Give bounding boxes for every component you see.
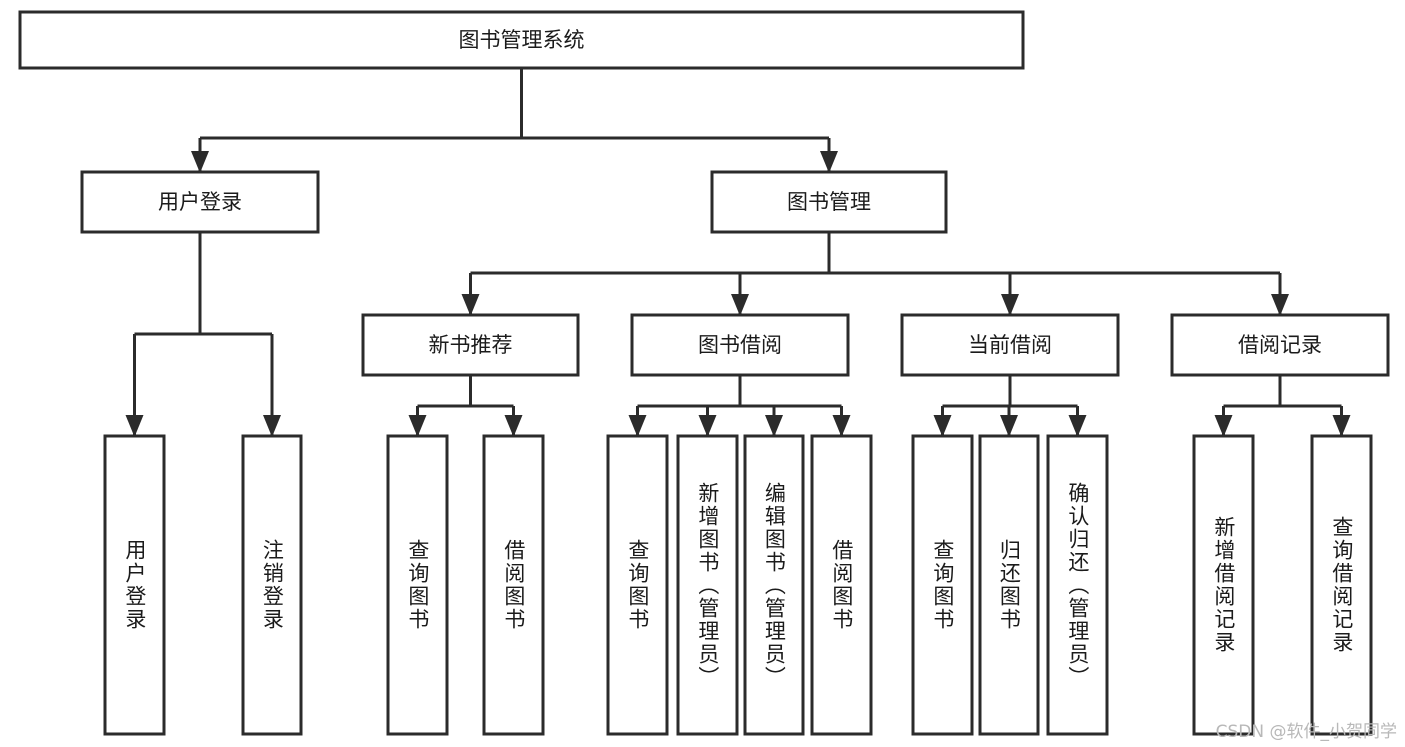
leaf-node-12-box[interactable]: [1310, 434, 1373, 736]
level1-node-1-box[interactable]: [710, 170, 948, 234]
level2-node-3-box[interactable]: [1170, 313, 1390, 377]
userlogin-to-leaves-arrow-0: [125, 415, 144, 437]
leaf-node-5-box[interactable]: [676, 434, 739, 736]
leaf-node-4-box[interactable]: [606, 434, 669, 736]
leaf-node-10-box[interactable]: [1046, 434, 1109, 736]
leaf-node-11-box[interactable]: [1192, 434, 1255, 736]
level2-node-0-box[interactable]: [361, 313, 580, 377]
l2-0-to-leaves-arrow-0: [408, 415, 427, 437]
root-to-level1-arrow-0: [191, 151, 209, 173]
leaf-node-9-box[interactable]: [978, 434, 1040, 736]
leaf-node-7-box[interactable]: [810, 434, 873, 736]
level1-node-0-label: 用户登录: [158, 190, 242, 214]
connector-layer: [125, 68, 1351, 437]
level2-node-1-box[interactable]: [630, 313, 850, 377]
l2-1-to-leaves-arrow-1: [698, 415, 717, 437]
l2-1-to-leaves-arrow-3: [832, 415, 851, 437]
root-node-box[interactable]: [18, 10, 1025, 70]
leaf-node-8-box[interactable]: [911, 434, 974, 736]
userlogin-to-leaves-arrow-1: [263, 415, 281, 437]
root-to-level1-arrow-1: [820, 151, 838, 173]
l2-2-to-leaves-arrow-2: [1068, 415, 1087, 437]
watermark-text: CSDN @软件_小贺同学: [1215, 722, 1397, 742]
l2-0-to-leaves-arrow-1: [504, 415, 523, 437]
leaf-node-3-box[interactable]: [482, 434, 545, 736]
level2-node-2-label: 当前借阅: [968, 333, 1052, 357]
l2-2-to-leaves-arrow-0: [933, 415, 952, 437]
level2-node-2-box[interactable]: [900, 313, 1120, 377]
leaf-node-0-box[interactable]: [103, 434, 166, 736]
l2-2-to-leaves-arrow-1: [1000, 415, 1018, 437]
root-node-label: 图书管理系统: [459, 28, 585, 52]
node-layer: [18, 10, 1390, 736]
level2-node-1-label: 图书借阅: [698, 333, 782, 357]
bookmgmt-to-level2-arrow-2: [1001, 294, 1019, 316]
bookmgmt-to-level2-arrow-0: [461, 294, 480, 316]
bookmgmt-to-level2-arrow-1: [731, 294, 749, 316]
l2-1-to-leaves-arrow-0: [628, 415, 647, 437]
leaf-node-2-box[interactable]: [386, 434, 449, 736]
level2-node-0-label: 新书推荐: [429, 333, 513, 357]
level1-node-1-label: 图书管理: [787, 190, 871, 214]
bookmgmt-to-level2-arrow-3: [1271, 294, 1289, 316]
leaf-node-1-box[interactable]: [241, 434, 303, 736]
level2-node-3-label: 借阅记录: [1238, 333, 1322, 357]
level1-node-0-box[interactable]: [80, 170, 320, 234]
l2-3-to-leaves-arrow-1: [1332, 415, 1351, 437]
l2-3-to-leaves-arrow-0: [1214, 415, 1233, 437]
leaf-node-6-box[interactable]: [743, 434, 805, 736]
l2-1-to-leaves-arrow-2: [765, 415, 783, 437]
